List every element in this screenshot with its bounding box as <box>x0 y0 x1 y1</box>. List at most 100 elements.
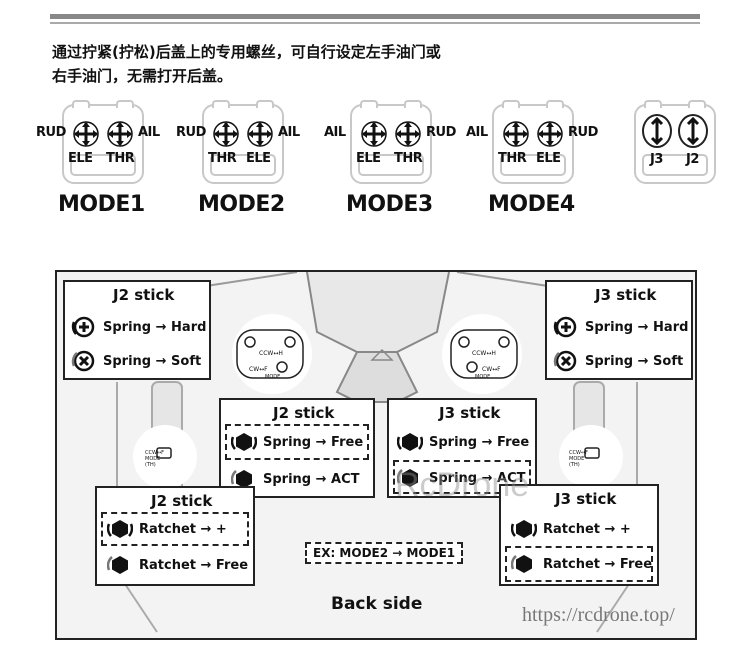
box-title: J2 stick <box>113 286 175 304</box>
loosen-x-icon <box>553 350 577 372</box>
spring-act-row: Spring → ACT <box>231 466 360 492</box>
transmitter-outline-icon <box>202 100 284 184</box>
left-bottom-label: THR <box>208 151 237 166</box>
right-outer-label: RUD <box>426 125 456 140</box>
left-stick-cross-icon <box>72 120 100 148</box>
left-bottom-label: ELE <box>356 151 381 166</box>
tighten-plus-icon <box>71 316 95 338</box>
box-title: J2 stick <box>273 404 335 422</box>
box-title: J2 stick <box>151 492 213 510</box>
right-stick-cross-icon <box>106 120 134 148</box>
transmitter-outline-icon <box>634 100 716 184</box>
right-mode-mark: MODE <box>475 374 491 380</box>
right-stick-cross-icon <box>536 120 564 148</box>
j2-spring-box: J2 stick Spring → Hard Spring → Soft <box>63 280 211 380</box>
spring-soft-row: Spring → Soft <box>71 348 201 374</box>
mode-diagram-4: AIL RUD THR ELE MODE4 <box>466 100 616 220</box>
ratchet-free-row: Ratchet → Free <box>511 551 652 577</box>
left-cw-mark: CW↔F <box>249 366 268 373</box>
intro-line-2: 右手油门，无需打开后盖。 <box>52 67 233 85</box>
right-outer-label: AIL <box>278 125 300 140</box>
left-bottom-label: THR <box>498 151 527 166</box>
left-mode-mark: MODE <box>265 374 281 380</box>
hex-screw-loosen-icon <box>397 469 418 487</box>
right-bottom-label: THR <box>106 151 135 166</box>
right-stick-cross-icon <box>394 120 422 148</box>
mode-name: MODE1 <box>58 192 145 217</box>
j3-free-box: J3 stick Spring → Free Spring → ACT <box>387 398 537 498</box>
example-mode-label: EX: MODE2 → MODE1 <box>305 542 464 564</box>
spring-free-row: Spring → Free <box>231 429 363 455</box>
right-bottom-label: THR <box>394 151 423 166</box>
transmitter-outline-icon <box>492 100 574 184</box>
transmitter-outline-icon <box>350 100 432 184</box>
mode-name: MODE3 <box>346 192 433 217</box>
ratchet-plus-row: Ratchet → + <box>511 516 631 542</box>
left-outer-label: AIL <box>324 125 346 140</box>
j2-ratchet-box: J2 stick Ratchet → + Ratchet → Free <box>95 486 255 586</box>
right-cw-mark: CW↔F <box>482 366 501 373</box>
j-stick-diagram: J3 J2 <box>630 100 720 220</box>
j3-label: J3 <box>650 152 663 167</box>
mode-diagram-2: RUD AIL THR ELE MODE2 <box>176 100 326 220</box>
spring-hard-row: Spring → Hard <box>71 314 206 340</box>
highlight-dashed <box>393 460 531 494</box>
left-stick-cross-icon <box>502 120 530 148</box>
j2-circle-icon <box>678 114 708 148</box>
j3-spring-box: J3 stick Spring → Hard Spring → Soft <box>545 280 693 380</box>
hex-screw-tighten-icon <box>511 520 537 538</box>
intro-text: 通过拧紧(拧松)后盖上的专用螺丝，可自行设定左手油门或 右手油门，无需打开后盖。 <box>52 40 441 88</box>
tighten-plus-icon <box>553 316 577 338</box>
spring-soft-row: Spring → Soft <box>553 348 683 374</box>
j2-label: J2 <box>686 152 699 167</box>
right-outer-label: AIL <box>138 125 160 140</box>
hex-screw-loosen-icon <box>511 555 532 573</box>
left-stick-cross-icon <box>360 120 388 148</box>
mode-diagram-1: RUD AIL ELE THR MODE1 <box>36 100 186 220</box>
j3-circle-icon <box>642 114 672 148</box>
left-outer-label: RUD <box>176 125 206 140</box>
hex-screw-tighten-icon <box>397 433 423 451</box>
source-url: https://rcdrone.top/ <box>522 604 675 626</box>
highlight-dashed <box>101 512 249 546</box>
back-side-caption: Back side <box>331 594 423 614</box>
watermark-text: RcDrone <box>395 466 530 504</box>
mode-name: MODE2 <box>198 192 285 217</box>
top-rule-thin <box>50 22 700 24</box>
left-stick-cross-icon <box>212 120 240 148</box>
left-ccw-mark: CCW↔H <box>259 350 283 357</box>
spring-hard-row: Spring → Hard <box>553 314 688 340</box>
mode-diagram-3: AIL RUD ELE THR MODE3 <box>324 100 474 220</box>
right-outer-label: RUD <box>568 125 598 140</box>
box-title: J3 stick <box>555 490 617 508</box>
mode-name: MODE4 <box>488 192 575 217</box>
hex-screw-tighten-icon <box>107 520 133 538</box>
right-ccw-mark: CCW↔H <box>472 350 496 357</box>
j3-ratchet-box: J3 stick Ratchet → + Ratchet → Free <box>499 484 659 586</box>
top-rule-thick <box>50 14 700 19</box>
box-title: J3 stick <box>595 286 657 304</box>
loosen-x-icon <box>71 350 95 372</box>
right-bottom-label: ELE <box>246 151 271 166</box>
left-outer-label: RUD <box>36 125 66 140</box>
highlight-dashed <box>505 546 653 582</box>
hex-screw-loosen-icon <box>107 556 128 574</box>
left-bottom-label: ELE <box>68 151 93 166</box>
transmitter-outline-icon <box>62 100 144 184</box>
right-bottom-label: ELE <box>536 151 561 166</box>
hex-screw-tighten-icon <box>231 433 257 451</box>
spring-act-row: Spring → ACT <box>397 465 526 491</box>
box-title: J3 stick <box>439 404 501 422</box>
right-stick-cross-icon <box>246 120 274 148</box>
j2-free-box: J2 stick Spring → Free Spring → ACT <box>219 398 375 498</box>
left-outer-label: AIL <box>466 125 488 140</box>
highlight-dashed <box>225 424 369 460</box>
spring-free-row: Spring → Free <box>397 429 529 455</box>
hex-screw-loosen-icon <box>231 470 252 488</box>
ratchet-free-row: Ratchet → Free <box>107 552 248 578</box>
intro-line-1: 通过拧紧(拧松)后盖上的专用螺丝，可自行设定左手油门或 <box>52 43 441 61</box>
ratchet-plus-row: Ratchet → + <box>107 516 227 542</box>
